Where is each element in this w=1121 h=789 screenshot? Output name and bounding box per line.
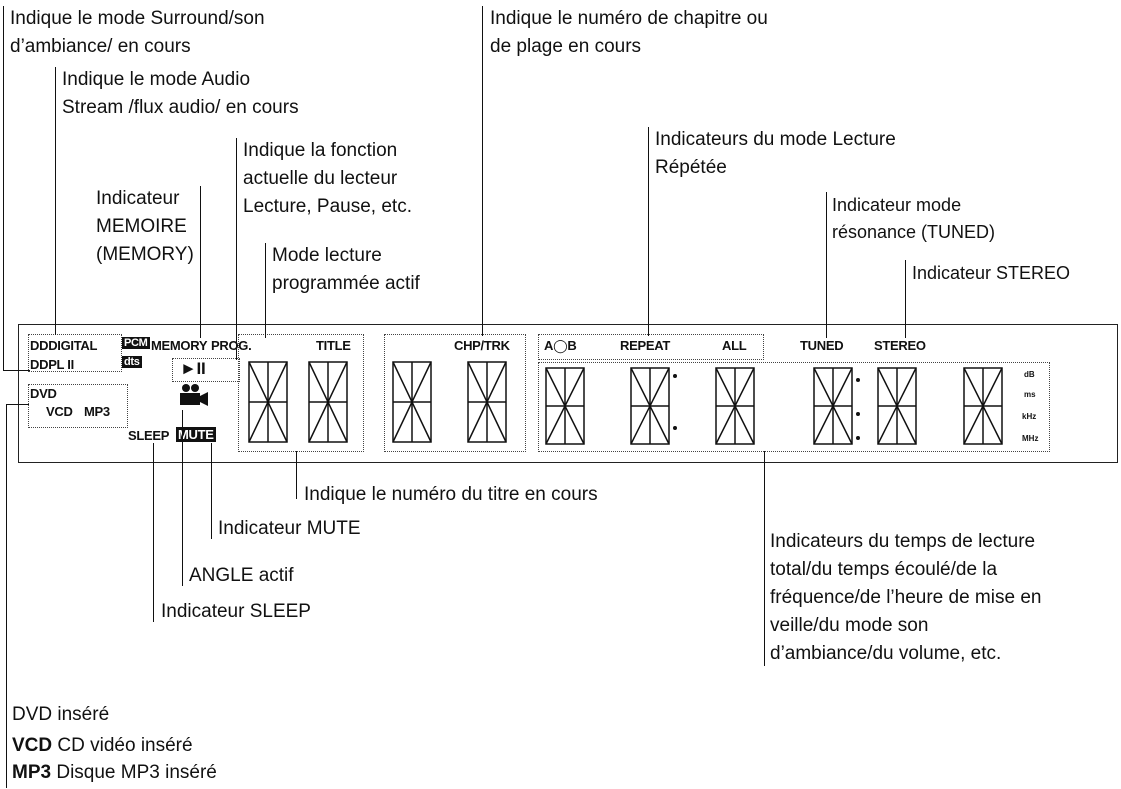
play-pause-box <box>172 358 240 382</box>
prog-label-line2: programmée actif <box>272 273 420 294</box>
mp3-inserted-label: MP3 Disque MP3 inséré <box>12 760 217 786</box>
function-label-line1: Indique la fonction <box>243 140 398 161</box>
disc-type-leader-vertical <box>6 404 7 788</box>
mute-leader <box>211 443 212 539</box>
stereo-indicator: STEREO <box>874 338 926 353</box>
time-digit-2 <box>630 367 677 445</box>
memory-label-line3: (MEMORY) <box>96 244 194 265</box>
function-leader <box>236 138 237 360</box>
memory-label-line1: Indicateur <box>96 188 180 209</box>
pl2-text: PL II <box>48 357 74 372</box>
function-label-line3: Lecture, Pause, etc. <box>243 196 412 217</box>
play-pause-icon: ►II <box>180 359 206 378</box>
time-digit-4 <box>813 367 860 445</box>
chp-trk-indicator: CHP/TRK <box>454 338 510 353</box>
prog-label-line1: Mode lecture <box>272 245 382 266</box>
display-panel <box>18 324 1118 463</box>
time-digits-box <box>538 362 1050 452</box>
chapter-digit-2 <box>467 361 507 443</box>
sleep-leader <box>153 443 154 622</box>
mute-indicator: MUTE <box>176 427 216 442</box>
dts-indicator: dts <box>122 356 142 368</box>
title-number-label: Indique le numéro du titre en cours <box>304 484 598 505</box>
sleep-indicator: SLEEP <box>128 428 170 443</box>
vcd-text: CD vidéo inséré <box>52 735 193 756</box>
tuned-label-line1: Indicateur mode <box>832 195 962 215</box>
digital-text: DIGITAL <box>48 338 98 353</box>
repeat-label-line1: Indicateurs du mode Lecture <box>655 129 896 150</box>
time-label-line5: d’ambiance/du volume, etc. <box>770 643 1002 664</box>
mute-label: Indicateur MUTE <box>218 518 361 539</box>
dolby-pl2-indicator: DDPL II <box>30 357 74 372</box>
vcd-indicator: VCD <box>46 404 73 419</box>
unit-ms: ms <box>1024 390 1036 399</box>
tuned-indicator: TUNED <box>800 338 844 353</box>
ab-indicator: A◯B <box>544 338 577 353</box>
surround-label-line1: Indique le mode Surround/son <box>10 8 265 29</box>
time-label-line2: total/du temps écoulé/de la <box>770 559 998 580</box>
time-digit-1 <box>545 367 585 445</box>
chapter-digits-box <box>384 334 526 452</box>
prog-indicator: PROG. <box>211 338 252 353</box>
audio-stream-label-line1: Indique le mode Audio <box>62 69 251 90</box>
time-label-line3: fréquence/de l’heure de mise en <box>770 587 1042 608</box>
sleep-label: Indicateur SLEEP <box>161 601 311 622</box>
memory-indicator: MEMORY <box>151 338 208 353</box>
stereo-leader <box>905 260 906 338</box>
title-number-leader <box>296 451 297 499</box>
angle-leader <box>182 410 183 586</box>
angle-camera-icon <box>180 384 208 406</box>
dolby-symbol: DD <box>30 338 49 353</box>
mp3-bold-text: MP3 <box>12 762 52 783</box>
title-digit-1 <box>248 361 288 443</box>
title-indicator: TITLE <box>316 338 351 353</box>
dolby-symbol: DD <box>30 357 49 372</box>
memory-label-line2: MEMOIRE <box>96 216 187 237</box>
repeat-leader <box>648 127 649 336</box>
surround-leader-vertical <box>3 6 4 371</box>
chapter-label-line1: Indique le numéro de chapitre ou <box>490 8 768 29</box>
time-digit-3 <box>715 367 755 445</box>
chapter-digit-1 <box>392 361 432 443</box>
title-digit-2 <box>308 361 348 443</box>
memory-leader <box>200 186 201 338</box>
prog-leader <box>265 243 266 338</box>
repeat-indicator: REPEAT <box>620 338 670 353</box>
surround-label-line2: d’ambiance/ en cours <box>10 36 191 57</box>
tuned-label-line2: résonance (TUNED) <box>832 222 996 242</box>
time-leader <box>764 451 765 666</box>
audio-stream-label-line2: Stream /flux audio/ en cours <box>62 97 299 118</box>
all-indicator: ALL <box>722 338 747 353</box>
dvd-indicator: DVD <box>30 386 57 401</box>
mp3-text: Disque MP3 inséré <box>51 762 217 783</box>
chapter-label-line2: de plage en cours <box>490 36 642 57</box>
time-digit-6 <box>963 367 1003 445</box>
tuned-leader <box>826 192 827 338</box>
title-digits-box <box>238 334 364 452</box>
surround-box <box>28 334 122 372</box>
function-label-line2: actuelle du lecteur <box>243 168 398 189</box>
disc-type-box <box>28 384 128 428</box>
repeat-box <box>538 334 764 360</box>
unit-khz: kHz <box>1022 412 1037 421</box>
dvd-inserted-label: DVD inséré <box>12 704 110 725</box>
unit-db: dB <box>1024 370 1035 379</box>
stereo-label: Indicateur STEREO <box>912 263 1071 283</box>
audio-stream-leader <box>55 67 56 335</box>
angle-label: ANGLE actif <box>189 565 294 586</box>
repeat-label-line2: Répétée <box>655 157 727 178</box>
dolby-digital-indicator: DDDIGITAL <box>30 338 97 353</box>
chapter-leader <box>482 6 483 336</box>
vcd-inserted-label: VCD CD vidéo inséré <box>12 733 193 759</box>
vcd-bold-text: VCD <box>12 735 53 756</box>
disc-type-leader-horizontal <box>6 404 29 405</box>
time-label-line4: veille/du mode son <box>770 615 929 636</box>
surround-leader-horizontal <box>3 370 30 371</box>
mp3-indicator: MP3 <box>84 404 110 419</box>
pcm-indicator: PCM <box>122 337 150 349</box>
time-digit-5 <box>877 367 917 445</box>
time-label-line1: Indicateurs du temps de lecture <box>770 531 1036 552</box>
unit-mhz: MHz <box>1022 434 1039 443</box>
